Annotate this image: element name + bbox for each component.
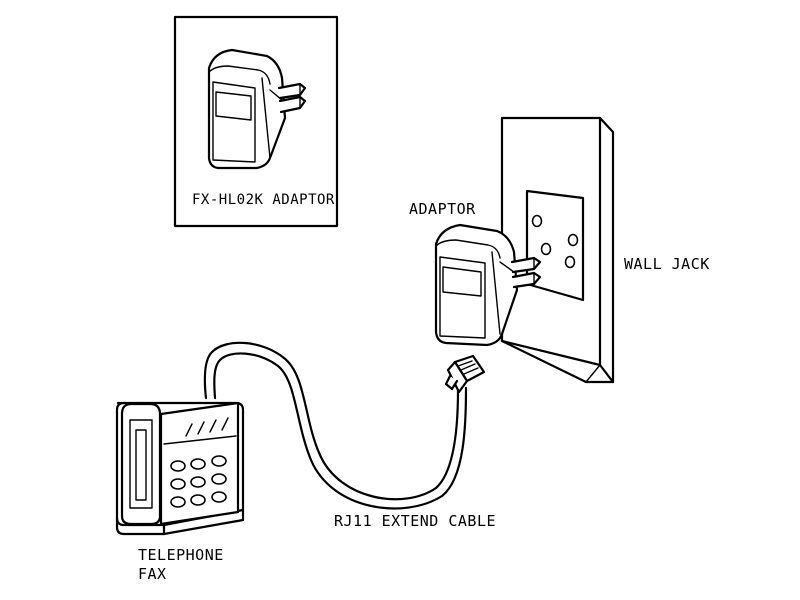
adaptor-illustration <box>434 223 542 347</box>
inset-frame <box>173 15 339 228</box>
telephone-label: TELEPHONE <box>138 546 224 564</box>
inset-caption: FX-HL02K ADAPTOR <box>192 192 335 208</box>
keypad-buttons <box>170 455 227 508</box>
adaptor-label: ADAPTOR <box>409 200 476 218</box>
rj11-plug <box>444 354 486 394</box>
cable-label: RJ11 EXTEND CABLE <box>334 512 497 530</box>
fax-label: FAX <box>138 565 167 583</box>
wall-jack-plate <box>500 116 615 384</box>
wall-jack-label: WALL JACK <box>624 255 710 273</box>
telephone-fax-illustration <box>115 401 245 536</box>
inset-adaptor-illustration <box>207 48 307 170</box>
rj11-extend-cable <box>203 341 468 510</box>
